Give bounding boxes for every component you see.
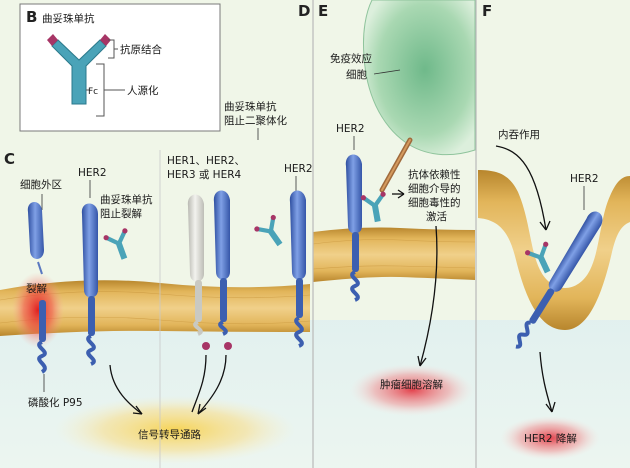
panel-f-letter: F bbox=[482, 2, 492, 20]
degradation-glow bbox=[500, 416, 600, 460]
her2-receptor-d2 bbox=[289, 190, 306, 348]
d-antibody-text-1: 曲妥珠单抗 bbox=[224, 100, 277, 113]
panel-d-letter: D bbox=[298, 2, 310, 20]
membrane-f bbox=[478, 170, 630, 330]
fc-receptor-e bbox=[379, 137, 413, 193]
her2-cleaved-fragment bbox=[27, 201, 44, 275]
panel-e-letter: E bbox=[318, 2, 328, 20]
immune-effector-cell bbox=[363, 0, 476, 156]
adcc-text-4: 激活 bbox=[426, 210, 447, 223]
p95-label: 磷酸化 P95 bbox=[28, 396, 83, 409]
panel-b-title: 曲妥珠单抗 bbox=[42, 12, 95, 25]
antibody-small-d bbox=[254, 214, 283, 247]
immune-cell-text-1: 免疫效应 bbox=[330, 52, 372, 65]
lysis-glow bbox=[350, 364, 474, 416]
antibody-small-f bbox=[525, 241, 551, 274]
signal-glow bbox=[55, 396, 295, 464]
lysis-label: 肿瘤细胞溶解 bbox=[380, 378, 443, 391]
adcc-text-3: 细胞毒性的 bbox=[408, 196, 461, 209]
her2-label-d: HER2 bbox=[284, 163, 313, 175]
p95-stub bbox=[37, 300, 47, 374]
her2-label-c: HER2 bbox=[78, 167, 107, 179]
antibody-large bbox=[47, 34, 111, 105]
adcc-text-1: 抗体依赖性 bbox=[408, 168, 461, 181]
immune-cell-text-2: 细胞 bbox=[346, 68, 367, 81]
cleavage-glow bbox=[12, 272, 64, 348]
receptors-text-2: HER3 或 HER4 bbox=[167, 169, 242, 181]
her2-receptor-c bbox=[81, 203, 98, 366]
c-antibody-text-1: 曲妥珠单抗 bbox=[100, 193, 153, 206]
membrane-cd bbox=[0, 280, 310, 336]
adcc-text-2: 细胞介导的 bbox=[408, 182, 461, 195]
her2-label-e: HER2 bbox=[336, 123, 365, 135]
receptors-text-1: HER1、HER2、 bbox=[167, 155, 245, 167]
her2-receptor-f bbox=[515, 211, 603, 349]
extracellular-label: 细胞外区 bbox=[20, 178, 62, 191]
antigen-binding-label: 抗原结合 bbox=[120, 43, 162, 56]
panel-b-box bbox=[19, 3, 221, 132]
cleavage-label: 裂解 bbox=[26, 282, 47, 295]
signaling-label: 信号转导通路 bbox=[138, 428, 201, 441]
her2-label-f: HER2 bbox=[570, 173, 599, 185]
humanized-label: 人源化 bbox=[127, 84, 159, 97]
degradation-label: HER2 降解 bbox=[524, 432, 577, 445]
d-antibody-text-2: 阻止二聚体化 bbox=[224, 114, 287, 127]
panel-c-letter: C bbox=[4, 150, 15, 168]
her2-receptor-e bbox=[345, 154, 362, 302]
panel-b-letter: B bbox=[26, 8, 37, 26]
antibody-small-c bbox=[103, 228, 128, 260]
membrane-e bbox=[313, 227, 475, 282]
antibody-small-e bbox=[360, 191, 386, 223]
her2-receptor-d1 bbox=[213, 190, 232, 350]
fc-label: Fc bbox=[88, 87, 98, 97]
endocytosis-label: 内吞作用 bbox=[498, 128, 540, 141]
her-receptor-grey bbox=[187, 194, 210, 350]
c-antibody-text-2: 阻止裂解 bbox=[100, 207, 142, 220]
